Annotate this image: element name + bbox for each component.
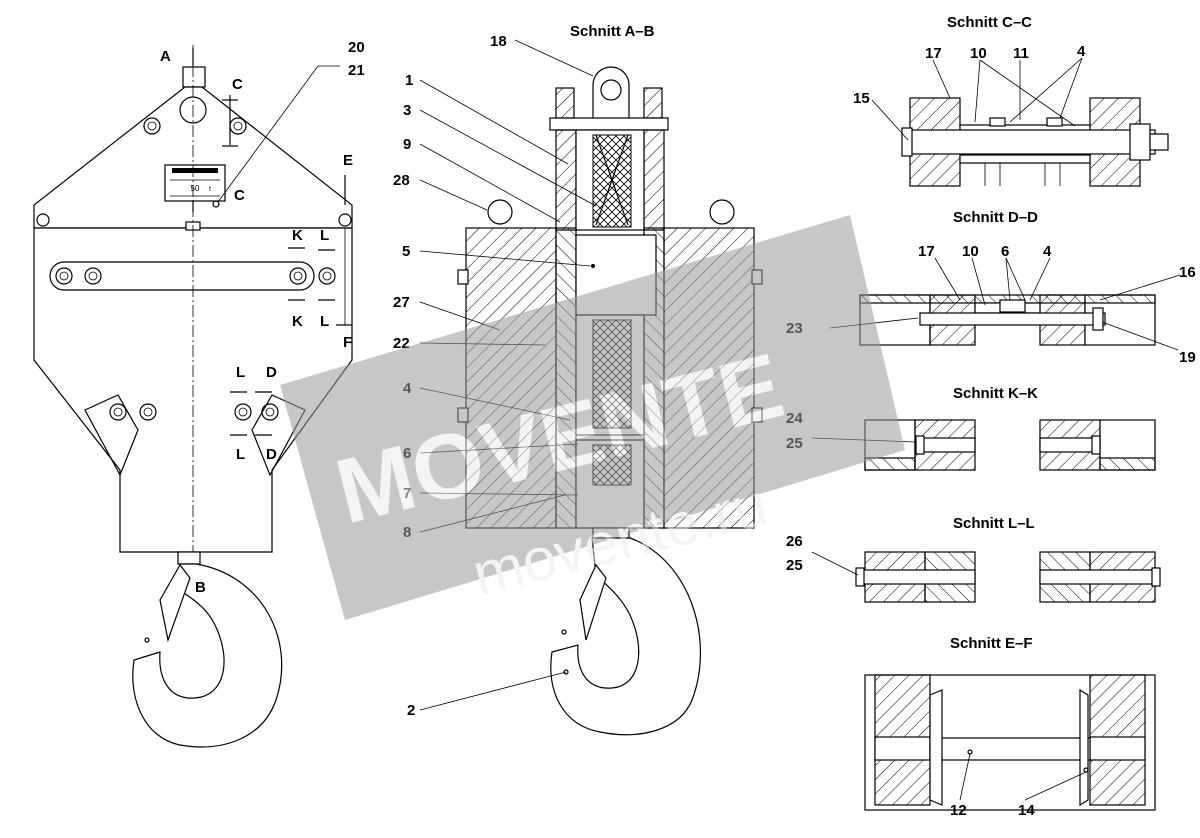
- part-14: 14: [1018, 802, 1035, 819]
- part-6b: 6: [1001, 243, 1009, 260]
- section-ll-drawing: [811, 551, 1161, 603]
- part-2: 2: [407, 702, 415, 719]
- marker-C: C: [232, 76, 243, 93]
- part-17b: 17: [918, 243, 935, 260]
- hook: [132, 563, 283, 748]
- hook-latch: [159, 563, 191, 643]
- part-25b: 25: [786, 557, 803, 574]
- marker-L3: L: [236, 364, 245, 381]
- section-cc-drawing: [871, 57, 1169, 187]
- part-11: 11: [1013, 45, 1029, 62]
- part-17a: 17: [925, 45, 942, 62]
- part-26: 26: [786, 533, 803, 550]
- part-1: 1: [405, 72, 413, 89]
- marker-E: E: [343, 152, 353, 169]
- nameplate-value: 50: [191, 184, 200, 193]
- part-5: 5: [402, 243, 410, 260]
- part-27: 27: [393, 294, 410, 311]
- section-dd-title: Schnitt D–D: [953, 209, 1038, 226]
- section-cc-title: Schnitt C–C: [947, 14, 1032, 31]
- marker-L2: L: [320, 313, 329, 330]
- part-20: 20: [348, 39, 365, 56]
- part-19: 19: [1179, 349, 1196, 366]
- section-ll-title: Schnitt L–L: [953, 515, 1035, 532]
- marker-A: A: [160, 48, 171, 65]
- marker-B: B: [195, 579, 206, 596]
- section-ab-title: Schnitt A–B: [570, 23, 655, 40]
- marker-D2: D: [266, 446, 277, 463]
- part-4c: 4: [1043, 243, 1052, 260]
- part-10a: 10: [970, 45, 987, 62]
- front-view: 50 t: [33, 45, 353, 748]
- part-3: 3: [403, 102, 411, 119]
- marker-L: L: [320, 227, 329, 244]
- watermark: MOVENTE movente.ru: [280, 215, 905, 620]
- section-ef-title: Schnitt E–F: [950, 635, 1033, 652]
- marker-K: K: [292, 227, 303, 244]
- part-15: 15: [853, 90, 870, 107]
- section-ef-drawing: [864, 674, 1156, 811]
- part-28: 28: [393, 172, 410, 189]
- part-21: 21: [348, 62, 365, 79]
- part-18: 18: [490, 33, 507, 50]
- part-9: 9: [403, 136, 411, 153]
- part-12: 12: [950, 802, 967, 819]
- marker-C2: C: [234, 187, 245, 204]
- part-4b: 4: [1077, 43, 1086, 60]
- marker-K2: K: [292, 313, 303, 330]
- part-10b: 10: [962, 243, 979, 260]
- marker-D: D: [266, 364, 277, 381]
- marker-L4: L: [236, 446, 245, 463]
- nameplate-unit: t: [209, 186, 211, 193]
- section-dd-drawing: [829, 257, 1181, 351]
- section-kk-title: Schnitt K–K: [953, 385, 1038, 402]
- top-shackle: [182, 66, 206, 88]
- part-16: 16: [1179, 264, 1196, 281]
- body-slot: [49, 261, 315, 291]
- marker-F: F: [343, 334, 352, 351]
